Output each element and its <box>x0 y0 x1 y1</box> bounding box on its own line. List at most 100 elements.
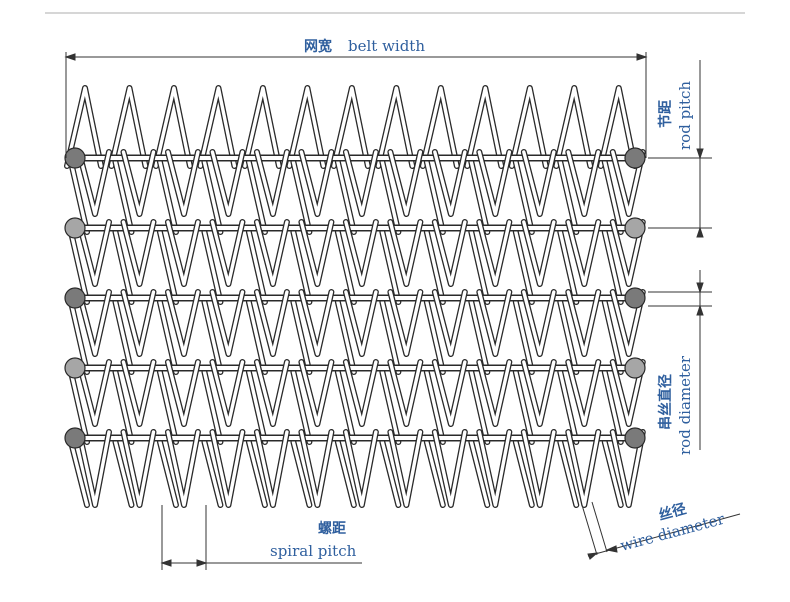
spiral-leg-core <box>299 150 334 216</box>
spiral-diagonal-core <box>603 230 623 304</box>
spiral-leg-core <box>477 360 512 426</box>
spiral-leg-core <box>522 360 556 426</box>
spiral-diagonal-core <box>158 300 178 374</box>
spiral-leg-core <box>388 220 423 286</box>
spiral-top-loop-core <box>376 86 415 168</box>
spiral-diagonal-core <box>158 160 178 234</box>
spiral-diagonal-core <box>291 370 312 444</box>
spiral-top-loop-core <box>332 86 370 168</box>
rod-end-right <box>624 287 646 309</box>
spiral-diagonal-core <box>380 300 401 374</box>
spiral-top-loop-core <box>243 86 281 168</box>
spiral-leg-core <box>77 220 111 286</box>
spiral-diagonal-core <box>202 230 223 304</box>
spiral-leg-core <box>166 150 200 216</box>
spiral-diagonal-core <box>469 440 490 507</box>
spiral-diagonal-core <box>113 440 134 507</box>
spiral-diagonal-core <box>380 440 401 507</box>
spiral-leg-core <box>121 220 156 286</box>
rod-pitch-label-en: rod pitch <box>676 81 694 150</box>
spiral-leg-core <box>299 360 334 426</box>
spiral-diagonal-core <box>469 370 490 444</box>
spiral-leg-core <box>210 360 245 426</box>
spiral-leg-core <box>255 360 289 426</box>
belt-width-dimension <box>64 52 648 158</box>
spiral-top-loop-core <box>510 86 548 168</box>
spiral-leg-core <box>611 360 645 426</box>
rod-ends <box>64 147 646 449</box>
spiral-leg-core <box>344 290 378 356</box>
spiral-diagonal-core <box>113 230 134 304</box>
spiral-leg-core <box>121 150 156 216</box>
spiral-diagonal-core <box>336 300 356 374</box>
rod-diameter-label-en: rod diameter <box>676 355 694 455</box>
spiral-diagonal-core <box>69 440 89 507</box>
spiral-diagonal-core <box>247 230 267 304</box>
spiral-diagonal-core <box>514 370 534 444</box>
spiral-leg-core <box>611 430 645 507</box>
spiral-leg-core <box>477 220 512 286</box>
spiral-top-loop-core <box>287 86 326 168</box>
rod-diameter-dimension <box>648 270 712 450</box>
spiral-leg-core <box>299 430 334 507</box>
spiral-diagonal-core <box>69 230 89 304</box>
spiral-diagonal-core <box>603 300 623 374</box>
rod-end-right <box>624 427 646 449</box>
spiral-leg-core <box>299 290 334 356</box>
spiral-diagonal-core <box>336 370 356 444</box>
spiral-leg-core <box>433 360 467 426</box>
spiral-leg-core <box>611 290 645 356</box>
spiral-leg-core <box>522 290 556 356</box>
spiral-leg-core <box>121 360 156 426</box>
spiral-diagonal-core <box>158 230 178 304</box>
spiral-leg-core <box>210 290 245 356</box>
spiral-diagonal-core <box>291 300 312 374</box>
spiral-pitch-dimension <box>160 505 362 570</box>
spiral-diagonal-core <box>469 160 490 234</box>
rod-end-left <box>64 217 86 239</box>
wire-diameter-label-cn: 丝径 <box>657 500 688 524</box>
spiral-diagonal-core <box>603 370 623 444</box>
spiral-diagonal-core <box>202 370 223 444</box>
spiral-diagonal-core <box>336 160 356 234</box>
spiral-leg-core <box>433 220 467 286</box>
rod-diameter-label-cn: 串丝直径 <box>657 374 674 430</box>
spiral-diagonal-core <box>425 300 445 374</box>
belt-width-label-en: belt width <box>348 37 425 55</box>
spiral-leg-core <box>255 290 289 356</box>
spiral-diagonal-core <box>514 230 534 304</box>
rod-end-left <box>64 287 86 309</box>
rod-pitch-label-cn: 节距 <box>657 100 674 128</box>
spiral-diagonal-core <box>69 160 89 234</box>
spiral-diagonal-core <box>291 160 312 234</box>
spiral-leg-core <box>166 220 200 286</box>
spiral-diagonal-core <box>425 230 445 304</box>
spiral-pitch-label-en: spiral pitch <box>270 542 357 560</box>
spiral-diagonal-core <box>291 440 312 507</box>
spiral-leg-core <box>477 430 512 507</box>
spiral-diagonal-core <box>425 440 445 507</box>
spiral-diagonal-core <box>380 160 401 234</box>
spiral-leg-core <box>566 220 600 286</box>
spiral-top-loop-core <box>421 86 459 168</box>
spiral-diagonal-core <box>202 300 223 374</box>
spiral-leg-core <box>77 430 111 507</box>
spiral-top-loop-core <box>198 86 237 168</box>
spiral-leg-core <box>522 220 556 286</box>
spiral-diagonal-core <box>425 370 445 444</box>
spiral-leg-core <box>477 290 512 356</box>
spiral-top-loop-core <box>154 86 192 168</box>
spiral-diagonal-core <box>558 230 578 304</box>
rod-end-left <box>64 427 86 449</box>
spiral-diagonal-core <box>247 370 267 444</box>
spiral-diagonal-core <box>336 440 356 507</box>
spiral-leg-core <box>433 290 467 356</box>
spiral-diagonal-core <box>469 300 490 374</box>
spiral-diagonal-core <box>113 300 134 374</box>
spiral-diagonal-core <box>247 160 267 234</box>
spiral-leg-core <box>566 430 600 507</box>
spiral-diagonal-core <box>558 440 578 507</box>
spiral-diagonal-core <box>202 160 223 234</box>
spiral-leg-core <box>388 290 423 356</box>
spiral-diagonal-core <box>558 300 578 374</box>
